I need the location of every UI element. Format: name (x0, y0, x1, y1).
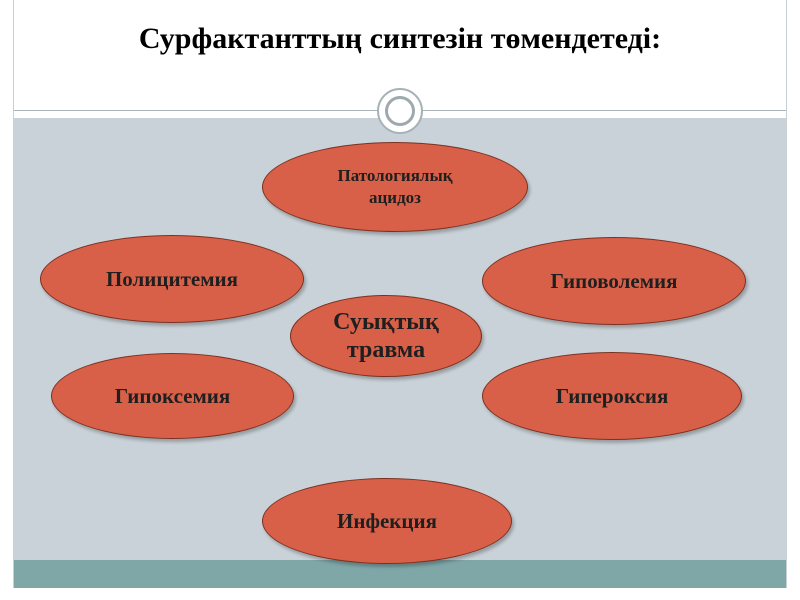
node-label: Патологиялық ацидоз (337, 166, 453, 207)
node-label: Гипероксия (555, 383, 669, 408)
slide-title: Сурфактанттың синтезін төмендетеді: (138, 22, 662, 55)
frame-left-line (13, 0, 14, 588)
node-label: Гипоксемия (114, 383, 231, 408)
bottom-band (14, 560, 786, 588)
node-label: Полицитемия (105, 266, 239, 291)
node-cold-trauma: Суықтық травма (290, 295, 482, 377)
node-hyperoxia: Гипероксия (482, 352, 742, 440)
node-infection: Инфекция (262, 478, 512, 564)
node-polycythemia: Полицитемия (40, 235, 304, 323)
frame-right-line (786, 0, 787, 588)
node-label: Гиповолемия (550, 268, 678, 293)
node-label: Инфекция (337, 508, 437, 533)
node-hypoxemia: Гипоксемия (51, 353, 294, 439)
node-label: Суықтық травма (333, 309, 439, 363)
node-pathological-acidosis: Патологиялық ацидоз (262, 142, 528, 232)
circle-ornament-inner (385, 96, 415, 126)
node-hypovolemia: Гиповолемия (482, 237, 746, 325)
circle-ornament-icon (377, 88, 423, 134)
